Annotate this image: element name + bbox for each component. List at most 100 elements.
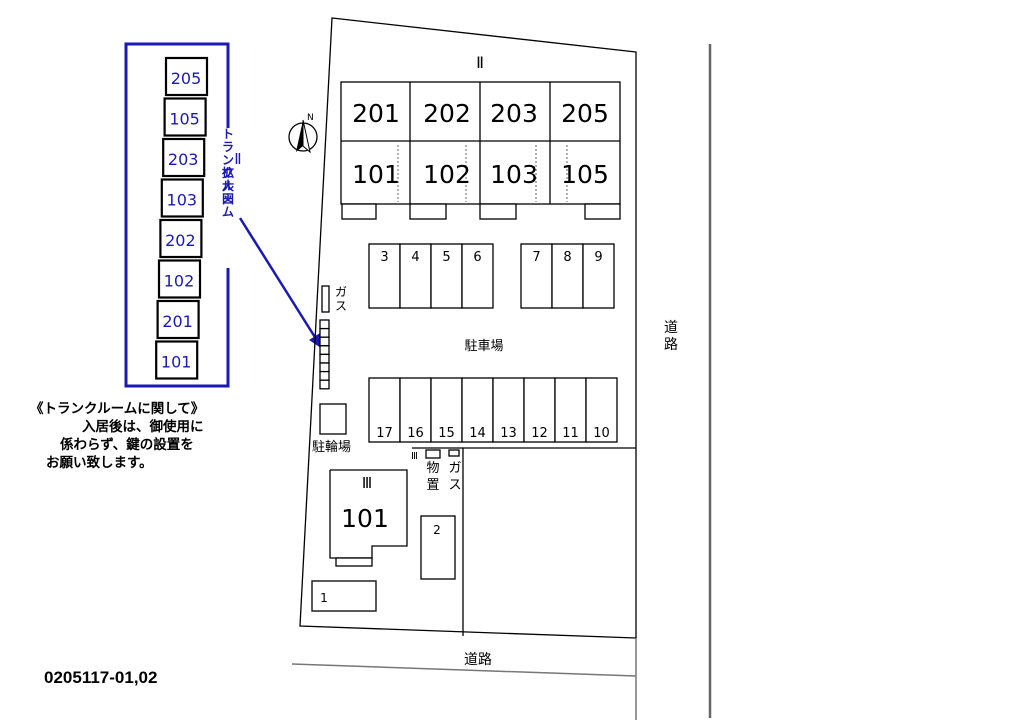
parking-space-label: 5 [442,250,450,265]
gas-label-1: ガス [335,285,347,313]
trunk-unit-box [162,137,206,178]
trunk-unit-box [164,56,209,97]
building-3: Ⅲ 101 [329,469,408,567]
trunk-unit-box [157,259,202,299]
trunk-unit-label: 105 [169,110,200,129]
parking-space-label: 11 [562,426,579,441]
parking-space [368,377,401,443]
parking-space [430,377,463,443]
parking-space [461,377,494,443]
note-line-2: 係わらず、鍵の設置を [60,437,194,453]
building-2: 201 202 203 205 101 102 103 105 [340,81,621,220]
trunk-room-title-mask [220,128,236,268]
north-label: N [307,113,314,123]
trunk-unit-label: 205 [171,69,202,88]
parking-space-label: 6 [473,250,481,265]
trunk-unit-label: 101 [161,353,192,372]
building-3-label: Ⅲ [362,474,372,492]
parking-space [551,243,584,309]
parking-space [461,243,494,309]
note-heading: 《トランクルームに関して》 [30,401,205,417]
building-2-unit-lower: 102 [423,160,471,189]
parking-space [492,377,525,443]
building-2-unit-upper: 205 [561,99,609,128]
trunk-strip-cell [319,336,330,347]
parking-space [585,377,618,443]
gas-label-2: ガス [448,461,461,493]
parking-label: 駐車場 [464,339,503,354]
parking-space-1 [311,580,377,612]
storage-label: 物置 [426,461,439,493]
parking-space [399,243,432,309]
parking-space [520,243,553,309]
parking-space-1-label: 1 [320,591,328,605]
building-2-unit-upper: 201 [352,99,400,128]
trunk-unit-label: 203 [168,150,199,169]
trunk-strip-cell [319,327,330,338]
parking-space-label: 15 [438,426,455,441]
bicycle-parking-area [319,403,347,435]
note-line-1: 入居後は、御使用に [82,419,204,435]
storage-box [425,449,441,459]
parking-space-label: 16 [407,426,424,441]
trunk-unit-label: 201 [162,312,193,331]
parking-space [582,243,615,309]
parking-space-2-label: 2 [433,523,441,537]
building-2-unit-lower: 103 [490,160,538,189]
north-arrow-icon: N [288,113,318,154]
trunk-strip-cell [319,319,330,330]
trunk-unit-box [160,178,204,218]
building-2-unit-lower: 101 [352,160,400,189]
building-2-label: Ⅱ [476,53,484,72]
bicycle-parking-label: 駐輪場 [312,439,351,455]
inner-lot-outline [462,447,636,636]
trunk-room-2-strip [319,319,330,390]
parking-space-label: 7 [532,250,540,265]
parking-space-label: 10 [593,426,610,441]
gas-meter-2 [448,449,460,457]
parking-space-2 [420,515,456,580]
parking-space-label: 8 [563,250,571,265]
trunk-strip-cell [319,353,330,364]
road-label-bottom: 道路 [464,652,492,668]
parking-space-label: 9 [594,250,602,265]
parking-space-label: 17 [376,426,393,441]
trunk-unit-box [159,218,203,259]
property-code: 0205117-01,02 [44,668,158,687]
parking-space [523,377,556,443]
parking-space-label: 3 [380,250,388,265]
storage-marker: Ⅲ [411,451,418,462]
arrow-line [238,217,320,343]
trunk-unit-box [155,340,199,380]
building-2-unit-upper: 203 [490,99,538,128]
gas-meter-1 [321,285,330,313]
parking-space-label: 14 [469,426,486,441]
trunk-unit-label: 103 [167,191,198,210]
trunk-room-arrow [238,217,324,350]
building-3-unit: 101 [341,504,389,533]
trunk-unit-box [156,299,200,340]
parking-space [554,377,587,443]
parking-space-label: 12 [531,426,548,441]
trunk-unit-label: 102 [164,272,195,291]
building-3-outline [329,469,408,559]
parking-space-label: 13 [500,426,517,441]
building-2-unit-upper: 202 [423,99,471,128]
trunk-strip-cell [319,345,330,356]
parking-space [368,243,401,309]
road-label-right: 道路 [664,320,678,353]
parking-space [399,377,432,443]
building-2-unit-lower: 105 [561,160,609,189]
parking-space [430,243,463,309]
trunk-strip-cell [319,362,330,373]
bottom-road-line [291,663,637,677]
trunk-room-note: 《トランクルームに関して》 入居後は、御使用に 係わらず、鍵の設置を お願い致し… [30,400,280,472]
note-line-3: お願い致します。 [46,455,153,471]
trunk-strip-cell [319,379,330,390]
trunk-strip-cell [319,370,330,381]
